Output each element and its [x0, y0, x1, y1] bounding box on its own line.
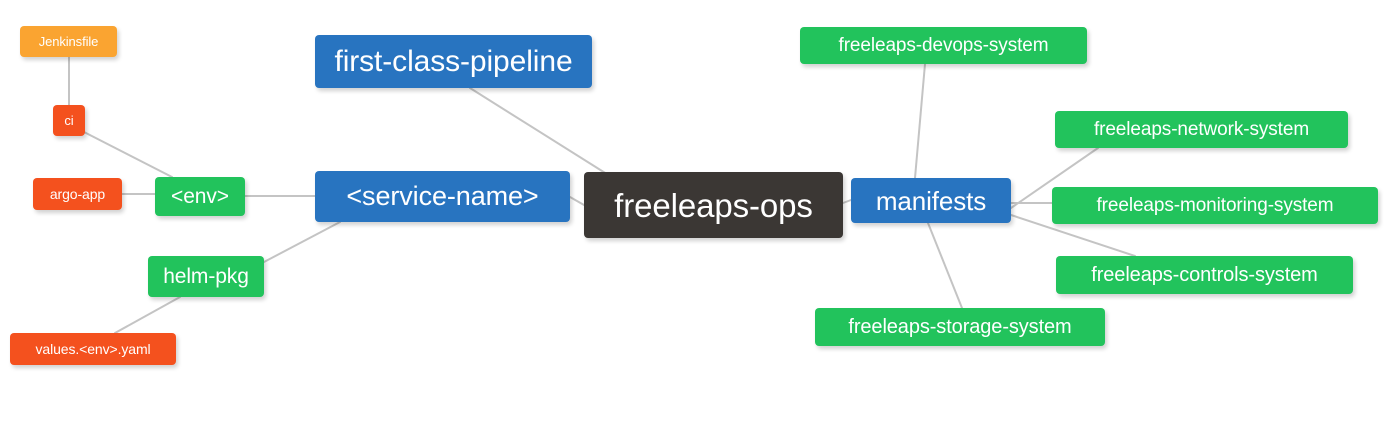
edge-service-name-to-helm-pkg	[263, 221, 341, 263]
node-freeleaps-monitoring-system[interactable]: freeleaps-monitoring-system	[1052, 187, 1378, 224]
node-freeleaps-ops[interactable]: freeleaps-ops	[584, 172, 843, 238]
edge-manifests-to-freeleaps-devops-system	[914, 63, 926, 179]
node-freeleaps-network-system[interactable]: freeleaps-network-system	[1055, 111, 1348, 148]
node-ci[interactable]: ci	[53, 105, 85, 136]
edge-freeleaps-ops-to-service-name	[569, 196, 585, 206]
node-jenkinsfile[interactable]: Jenkinsfile	[20, 26, 117, 57]
node-helm-pkg[interactable]: helm-pkg	[148, 256, 264, 297]
edge-freeleaps-ops-to-manifests	[842, 199, 852, 204]
edge-env-to-ci	[83, 131, 173, 178]
edge-helm-pkg-to-values-yaml	[114, 296, 181, 334]
edge-manifests-to-freeleaps-storage-system	[927, 222, 963, 309]
node-env[interactable]: <env>	[155, 177, 245, 216]
node-values-yaml[interactable]: values.<env>.yaml	[10, 333, 176, 365]
node-first-class-pipeline[interactable]: first-class-pipeline	[315, 35, 592, 88]
node-argo-app[interactable]: argo-app	[33, 178, 122, 210]
node-freeleaps-devops-system[interactable]: freeleaps-devops-system	[800, 27, 1087, 64]
node-manifests[interactable]: manifests	[851, 178, 1011, 223]
node-freeleaps-controls-system[interactable]: freeleaps-controls-system	[1056, 256, 1353, 294]
node-service-name[interactable]: <service-name>	[315, 171, 570, 222]
edge-freeleaps-ops-to-first-class-pipeline	[469, 87, 611, 177]
node-freeleaps-storage-system[interactable]: freeleaps-storage-system	[815, 308, 1105, 346]
